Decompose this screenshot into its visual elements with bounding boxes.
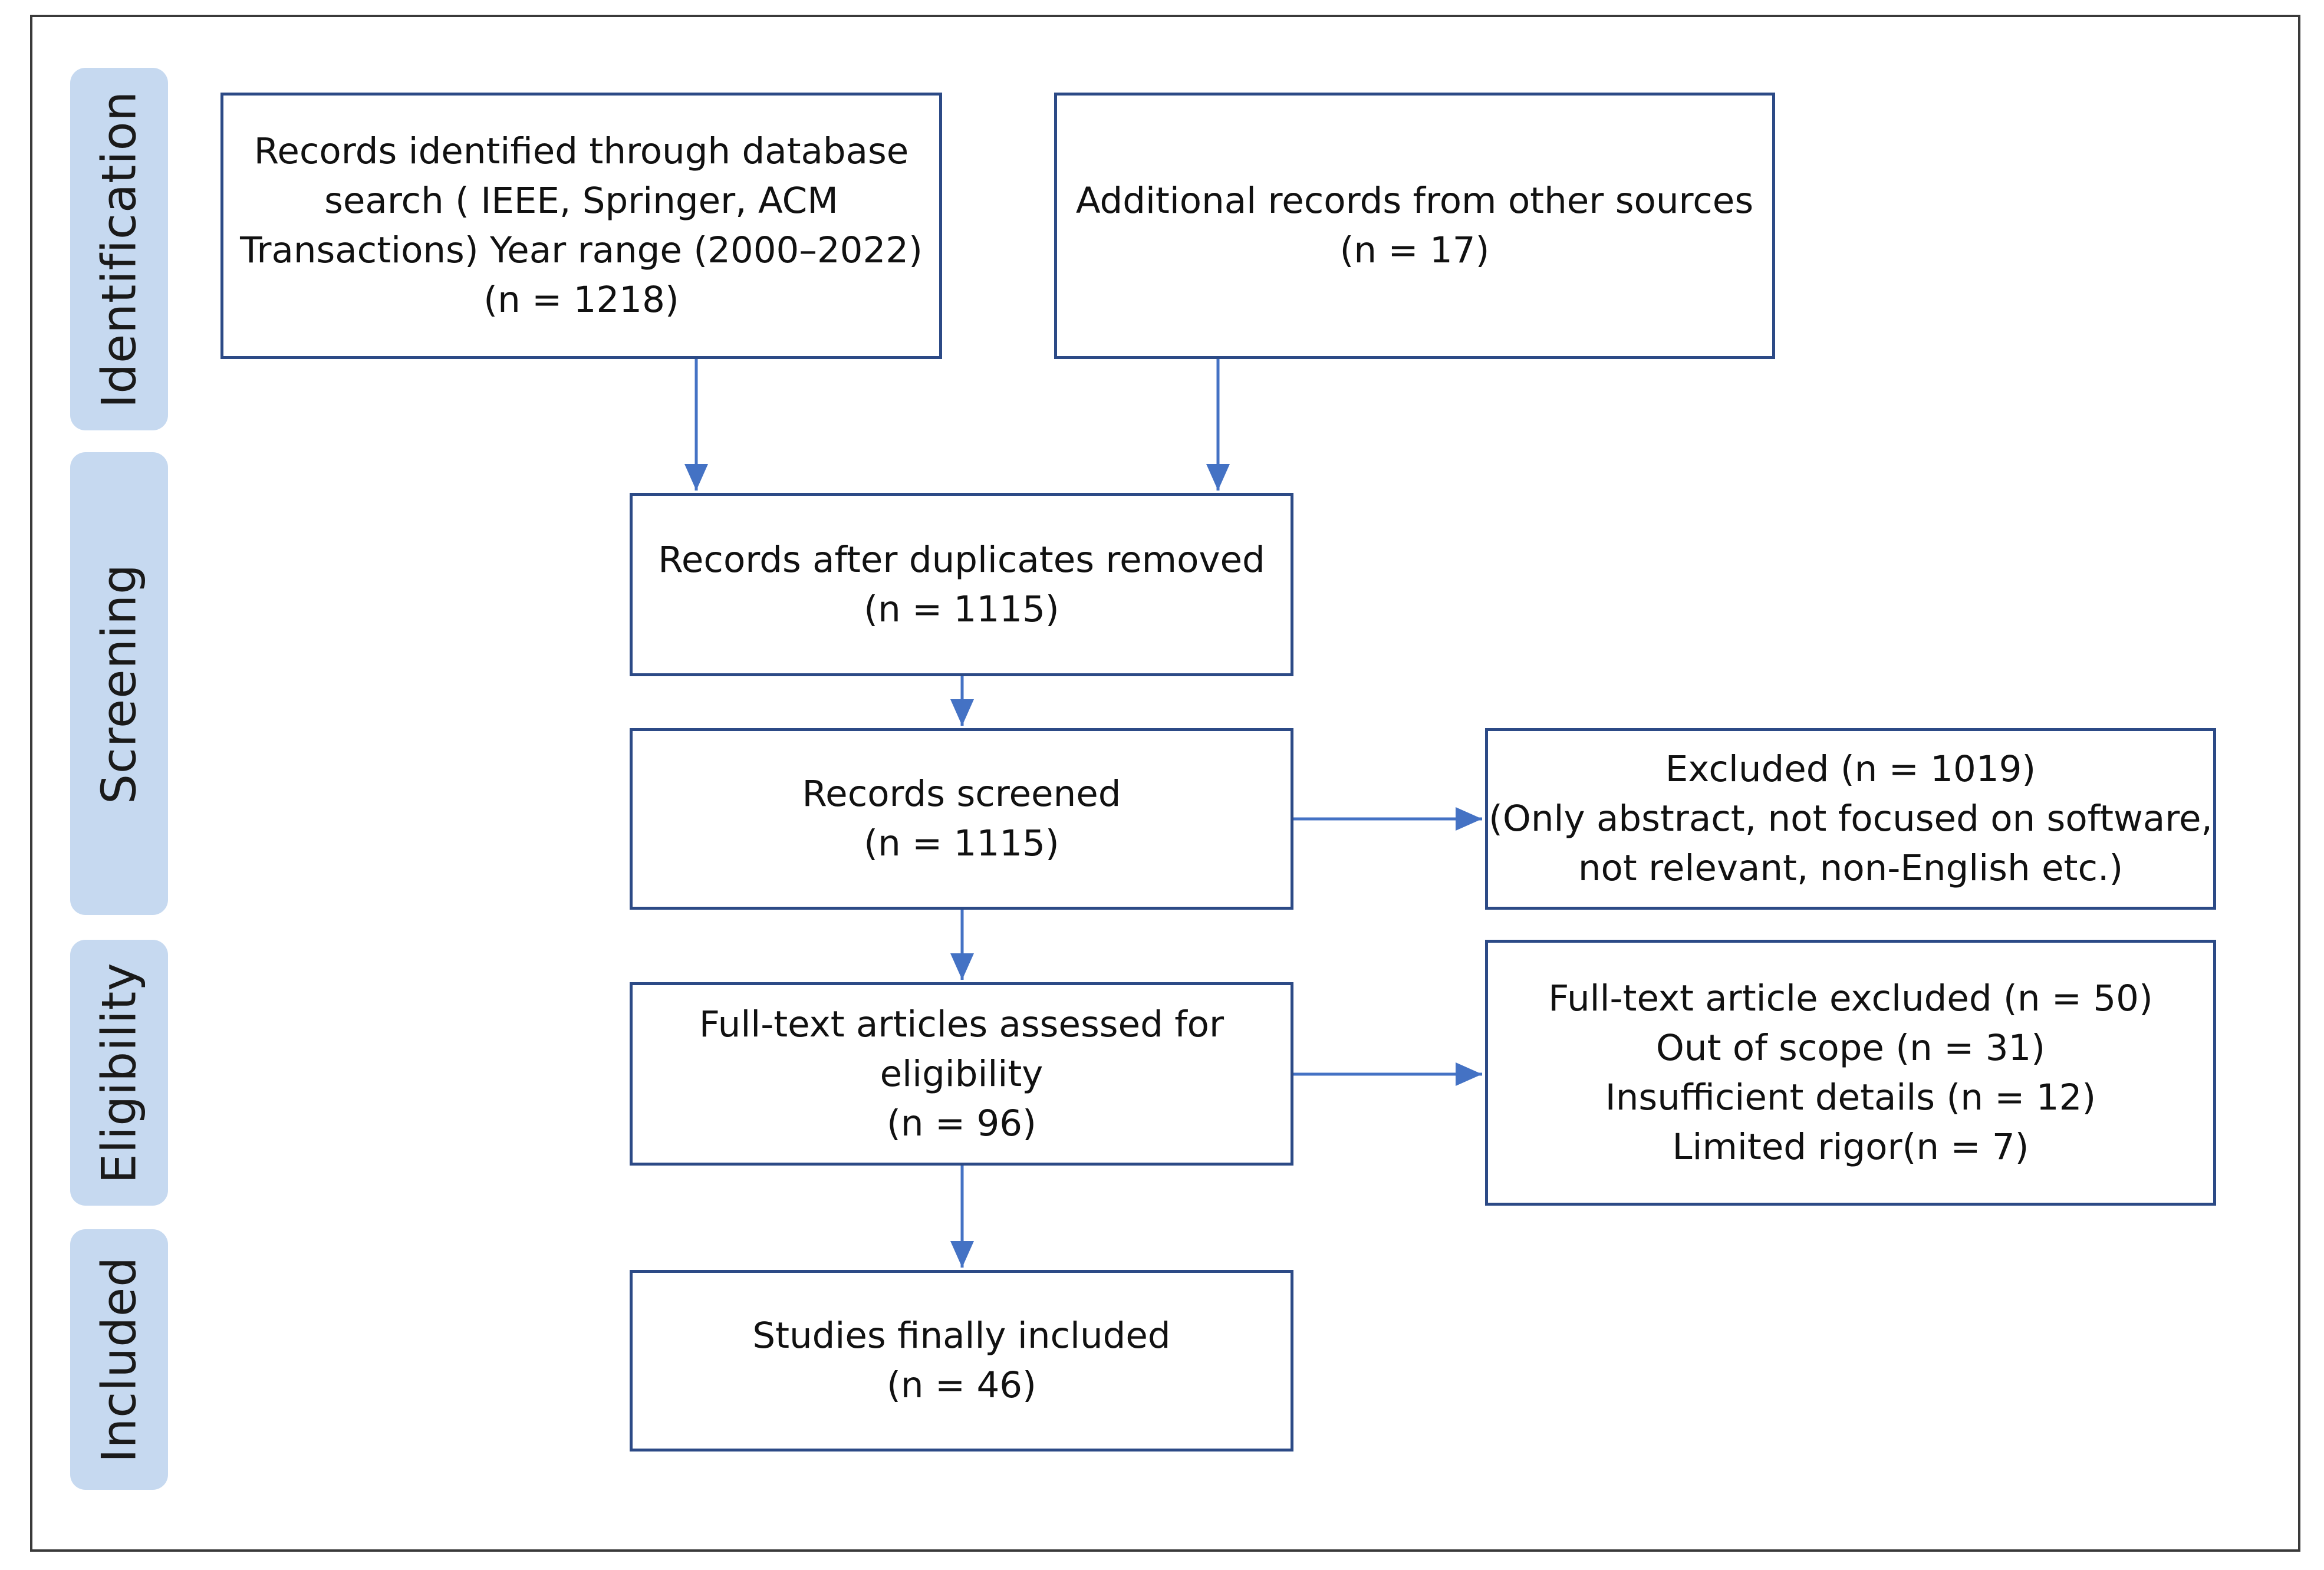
box-text-line: (n = 46): [887, 1364, 1036, 1406]
box-text-line: eligibility: [880, 1052, 1044, 1095]
box-text-line: Excluded (n = 1019): [1665, 748, 2036, 790]
box-text-line: Records screened: [802, 773, 1121, 815]
box-text-line: Full-text article excluded (n = 50): [1548, 977, 2153, 1019]
box-text-line: Transactions) Year range (2000–2022): [240, 229, 923, 271]
box-text-line: Studies finally included: [752, 1315, 1171, 1357]
box-text-line: Additional records from other sources: [1075, 180, 1754, 222]
box-records-screened: Records screened (n = 1115): [630, 728, 1293, 910]
box-text-line: Records after duplicates removed: [658, 538, 1265, 581]
box-full-text-excluded: Full-text article excluded (n = 50) Out …: [1485, 940, 2216, 1206]
box-other-sources: Additional records from other sources (n…: [1054, 93, 1775, 359]
box-text-line: (n = 1115): [864, 822, 1059, 864]
box-studies-included: Studies finally included (n = 46): [630, 1270, 1293, 1451]
box-full-text-assessed: Full-text articles assessed for eligibil…: [630, 982, 1293, 1166]
box-database-search: Records identified through database sear…: [220, 93, 942, 359]
stage-identification: Identification: [70, 68, 168, 430]
box-text-line: (n = 96): [887, 1102, 1036, 1144]
box-text-line: (n = 17): [1339, 229, 1490, 271]
diagram-frame: [30, 15, 2300, 1552]
box-text-line: search ( IEEE, Springer, ACM: [324, 180, 838, 222]
box-text-line: Limited rigor(n = 7): [1672, 1125, 2029, 1168]
stage-screening: Screening: [70, 452, 168, 915]
box-excluded: Excluded (n = 1019) (Only abstract, not …: [1485, 728, 2216, 910]
box-text-line: Full-text articles assessed for: [699, 1003, 1224, 1045]
box-text-line: Out of scope (n = 31): [1655, 1026, 2046, 1069]
box-text-line: Records identified through database: [254, 130, 909, 172]
box-text-line: Insufficient details (n = 12): [1605, 1076, 2096, 1118]
box-text-line: (n = 1218): [483, 279, 679, 321]
box-text-line: (n = 1115): [864, 588, 1059, 630]
stage-included: Included: [70, 1229, 168, 1490]
stage-eligibility: Eligibility: [70, 940, 168, 1206]
box-text-line: not relevant, non-English etc.): [1578, 847, 2124, 889]
box-text-line: (Only abstract, not focused on software,: [1489, 798, 2213, 840]
box-duplicates-removed: Records after duplicates removed (n = 11…: [630, 493, 1293, 676]
